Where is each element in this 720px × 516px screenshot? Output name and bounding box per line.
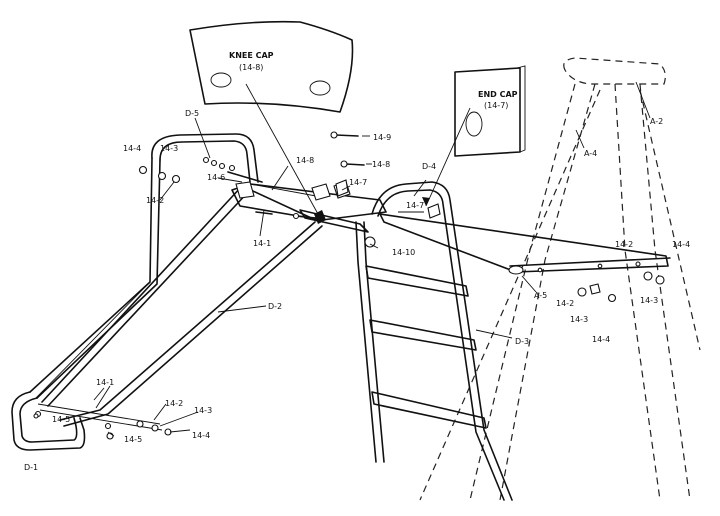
label-a5: A-5 — [534, 291, 547, 300]
label-14-8-left: 14-8 — [296, 156, 314, 165]
label-d1: D-1 — [24, 463, 38, 472]
connector-bar-a5 — [379, 213, 671, 275]
leader-lines — [93, 81, 651, 437]
label-14-5-left: 14-5 — [52, 415, 70, 424]
label-14-2-right-bottom: 14-2 — [556, 299, 574, 308]
knee-cap-title: KNEE CAP — [229, 51, 274, 60]
label-14-9: 14-9 — [373, 133, 391, 142]
label-14-4-right-top: 14-4 — [672, 240, 690, 249]
label-14-1-lower: 14-1 — [96, 378, 114, 387]
label-14-7-upper: 14-7 — [349, 178, 367, 187]
label-14-4-bottom: 14-4 — [192, 431, 210, 440]
top-rail-d5 — [151, 133, 259, 183]
label-d4: D-4 — [422, 162, 436, 171]
label-14-5-lower: 14-5 — [124, 435, 142, 444]
label-a4: A-4 — [584, 149, 597, 158]
label-14-7-lower: 14-7 — [406, 201, 424, 210]
label-d2: D-2 — [268, 302, 282, 311]
label-14-3-left: 14-3 — [160, 144, 178, 153]
end-cap-part-number: (14-7) — [484, 101, 508, 110]
end-cap-callout: END CAP (14-7) — [422, 65, 526, 207]
label-14-3-right-bottom: 14-3 — [570, 315, 588, 324]
label-14-2-left: 14-2 — [146, 196, 164, 205]
label-14-6: 14-6 — [207, 173, 225, 182]
hardware-parts — [33, 131, 665, 440]
ladder-d3 — [299, 181, 513, 501]
label-14-8: 14-8 — [372, 160, 390, 169]
label-14-2-right-top: 14-2 — [615, 240, 633, 249]
knee-cap-part-number: (14-8) — [239, 63, 263, 72]
label-14-4-right-bottom: 14-4 — [592, 335, 610, 344]
slide-d2 — [29, 157, 323, 427]
label-14-2-bottom: 14-2 — [165, 399, 183, 408]
end-cap-title: END CAP — [478, 90, 518, 99]
label-d3: D-3 — [515, 337, 529, 346]
label-14-3-bottom: 14-3 — [194, 406, 212, 415]
label-d5: D-5 — [185, 109, 199, 118]
label-14-1-upper: 14-1 — [253, 239, 271, 248]
label-14-10: 14-10 — [392, 248, 415, 257]
a-frame-dashed — [419, 57, 701, 501]
knee-cap-callout: KNEE CAP (14-8) — [189, 20, 354, 215]
label-a2: A-2 — [650, 117, 663, 126]
part-labels: D-5 14-9 14-8 14-8 14-7 14-6 14-4 14-3 1… — [24, 109, 690, 472]
label-14-4-left: 14-4 — [123, 144, 141, 153]
label-14-3-right: 14-3 — [640, 296, 658, 305]
